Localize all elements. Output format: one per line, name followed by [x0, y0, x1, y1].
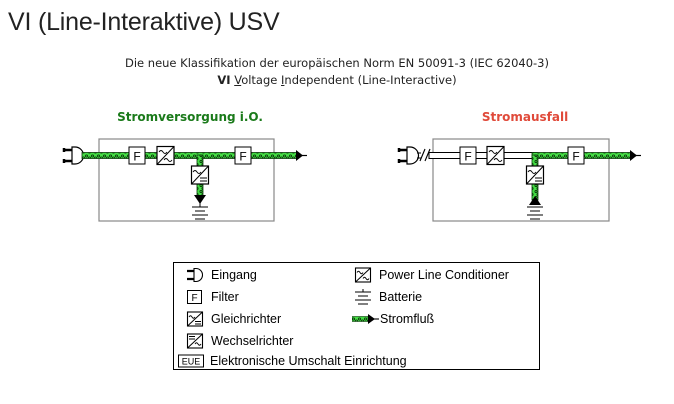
legend-item-stromfluss: Stromfluß	[352, 310, 434, 328]
plug-icon	[62, 146, 85, 165]
legend-item-filter: F Filter	[184, 288, 239, 306]
inverter-icon	[186, 333, 204, 349]
current-flow-main	[81, 152, 299, 159]
line-interactive-label: (Line-Interactive)	[357, 73, 457, 87]
svg-text:F: F	[191, 293, 197, 304]
subtitle-line-1: Die neue Klassifikation der europäischen…	[125, 56, 549, 70]
legend-label: Elektronische Umschalt Einrichtung	[210, 354, 407, 368]
legend-label: Power Line Conditioner	[379, 268, 509, 282]
legend-item-eingang: Eingang	[184, 266, 257, 284]
diagram-normal: F F	[62, 138, 307, 222]
current-flow-icon	[352, 314, 379, 324]
v-rest: oltage	[241, 73, 278, 87]
svg-text:F: F	[239, 150, 246, 164]
battery-icon	[355, 289, 371, 305]
plug-icon	[397, 146, 420, 165]
legend-label: Stromfluß	[380, 312, 435, 326]
diagram-title-failure: Stromausfall	[481, 110, 569, 124]
page-title: VI (Line-Interaktive) USV	[8, 8, 280, 36]
legend-label: Filter	[211, 290, 239, 304]
filter-icon: F	[234, 146, 252, 165]
legend-item-eue: EUE Elektronische Umschalt Einrichtung	[177, 352, 407, 370]
line-break-icon	[417, 148, 431, 162]
subtitle: Die neue Klassifikation der europäischen…	[0, 56, 674, 87]
battery-icon	[527, 206, 543, 220]
rectifier-icon	[525, 165, 545, 185]
filter-icon: F	[567, 146, 585, 165]
power-line-conditioner-icon	[486, 145, 505, 166]
eue-icon: EUE	[178, 354, 204, 368]
svg-text:F: F	[133, 150, 140, 164]
filter-icon: F	[459, 146, 477, 165]
legend: Eingang F Filter Gleichrichter Wechselri…	[173, 262, 540, 370]
legend-item-gleichrichter: Gleichrichter	[184, 310, 281, 328]
legend-item-power-line-conditioner: Power Line Conditioner	[352, 266, 509, 284]
filter-icon: F	[187, 290, 202, 304]
legend-label: Batterie	[379, 290, 423, 304]
v-letter: V	[234, 73, 242, 87]
legend-label: Wechselrichter	[211, 334, 294, 348]
arrow-up-icon	[529, 196, 541, 205]
power-line-conditioner-icon	[156, 145, 175, 166]
plug-icon	[187, 267, 204, 283]
i-letter: I	[281, 73, 285, 87]
ups-housing	[98, 138, 275, 222]
legend-item-batterie: Batterie	[352, 288, 422, 306]
legend-label: Gleichrichter	[211, 312, 282, 326]
vi-abbreviation: VI	[217, 73, 231, 87]
svg-text:F: F	[572, 150, 579, 164]
filter-icon: F	[128, 146, 146, 165]
arrow-down-icon	[194, 195, 206, 204]
svg-text:EUE: EUE	[182, 357, 201, 367]
i-rest: ndependent	[284, 73, 354, 87]
diagram-title-normal: Stromversorgung i.O.	[117, 110, 263, 124]
ups-housing	[432, 138, 610, 222]
rectifier-icon	[186, 311, 204, 327]
svg-text:F: F	[464, 150, 471, 164]
legend-label: Eingang	[211, 268, 257, 282]
dead-input-line	[428, 152, 538, 159]
subtitle-line-2: VI Voltage Independent (Line-Interactive…	[0, 73, 674, 87]
rectifier-icon	[190, 165, 210, 185]
battery-icon	[192, 202, 208, 220]
power-line-conditioner-icon	[354, 267, 372, 283]
legend-item-wechselrichter: Wechselrichter	[184, 332, 293, 350]
diagram-power-failure: F F	[397, 138, 641, 222]
